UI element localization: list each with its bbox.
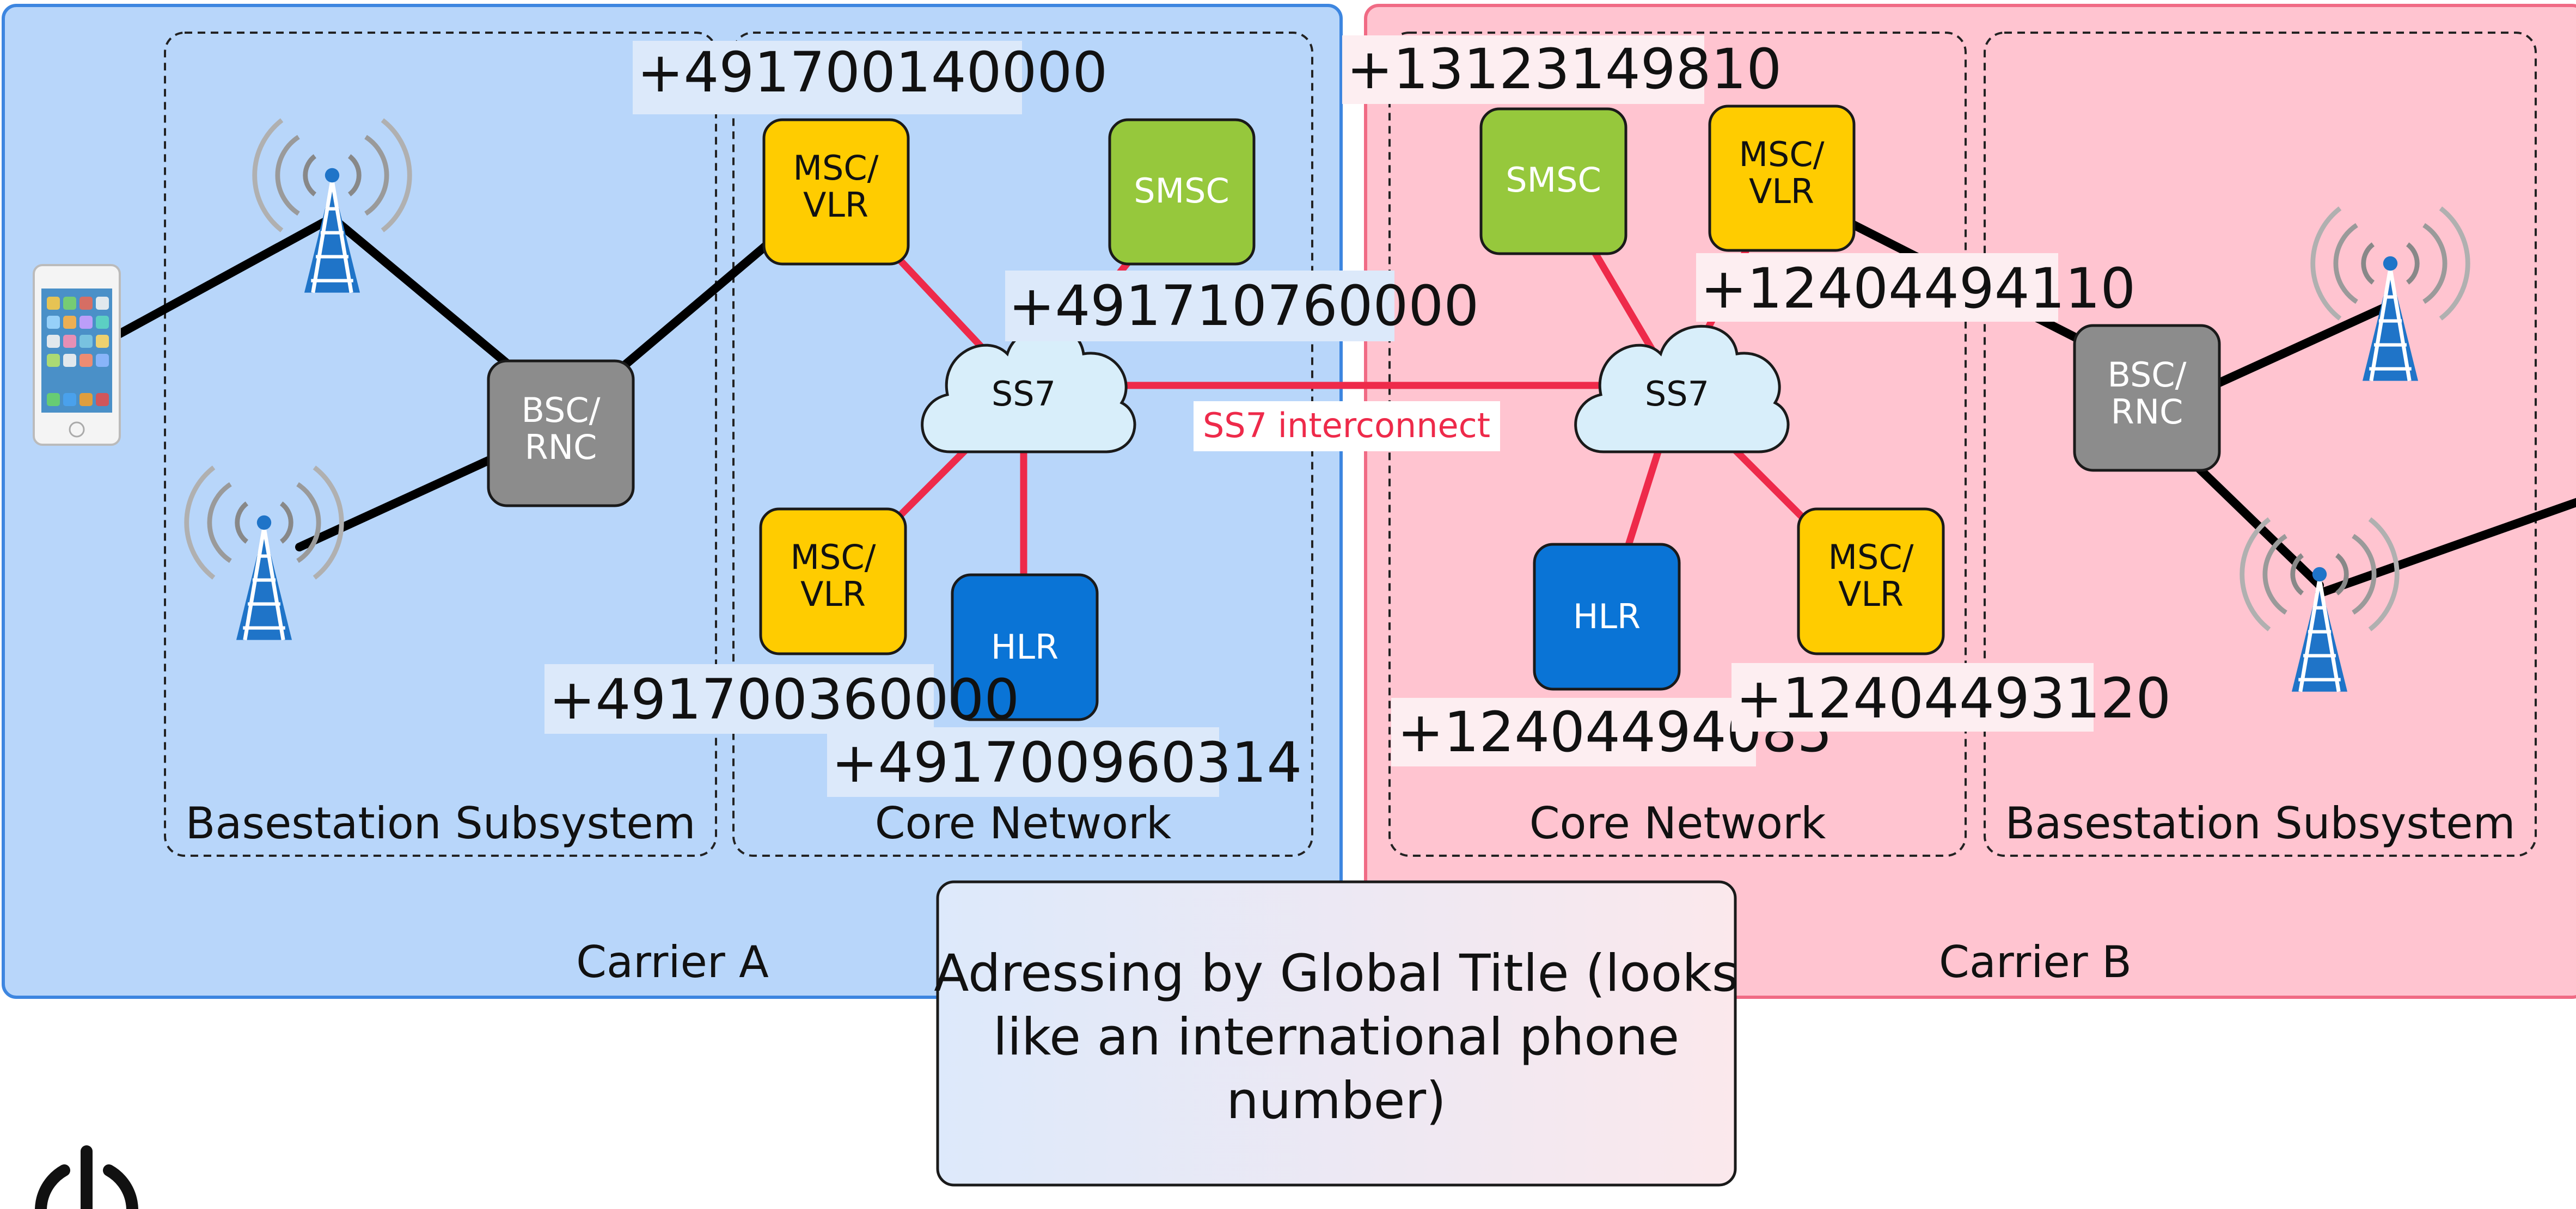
power-icon[interactable] (35, 1145, 138, 1209)
carrier-a-msc-vlr-bottom: MSC/VLR (759, 507, 907, 655)
carrier-a-basestation-subsystem-box (164, 32, 717, 857)
callout-line-2: like an international phone (993, 1008, 1679, 1067)
carrier-a-hlr: HLR (951, 573, 1099, 721)
node-label: BSC/RNC (522, 390, 601, 467)
node-label: HLR (991, 627, 1058, 667)
node-label: HLR (1573, 597, 1641, 636)
carrier-a-label: Carrier A (576, 937, 769, 987)
global-title-callout: Adressing by Global Title (looks like an… (934, 880, 1739, 1187)
carrier-a-msc-vlr-top: MSC/VLR (762, 118, 910, 266)
svg-text:+13123149810: +13123149810 (1347, 37, 1782, 102)
node-label: MSC/VLR (790, 537, 876, 614)
smartphone-icon (33, 264, 121, 446)
svg-text:+12404493120: +12404493120 (1736, 666, 2171, 731)
svg-text:+491710760000: +491710760000 (1008, 274, 1479, 339)
global-title-b-msc-top: +12404494110 (1696, 253, 2136, 322)
carrier-b-ss7-cloud: SS7 (1574, 324, 1790, 453)
carrier-a-ss7-cloud: SS7 (921, 324, 1136, 453)
carrier-b-msc-vlr-top: MSC/VLR (1708, 105, 1856, 252)
carrier-b-bsc-rnc: BSC/RNC (2073, 324, 2221, 472)
carrier-a-core-network-label: Core Network (875, 798, 1172, 849)
global-title-a-hlr: +491700960314 (827, 727, 1302, 797)
svg-text:SS7 interconnect: SS7 interconnect (1203, 406, 1490, 445)
global-title-b-smsc: +13123149810 (1342, 35, 1782, 104)
callout-line-3: number) (1226, 1071, 1446, 1131)
carrier-b-smsc: SMSC (1479, 107, 1627, 255)
carrier-b-hlr: HLR (1533, 543, 1681, 691)
carrier-a-basestation-subsystem-label: Basestation Subsystem (185, 798, 695, 849)
node-label: SMSC (1506, 160, 1601, 200)
svg-text:+491700960314: +491700960314 (831, 731, 1302, 795)
callout-line-1: Adressing by Global Title (looks (934, 944, 1738, 1003)
global-title-b-msc-bottom: +12404493120 (1731, 663, 2171, 732)
node-label: SS7 (992, 374, 1056, 414)
carrier-b-core-network-label: Core Network (1529, 798, 1826, 849)
node-label: MSC/VLR (1828, 537, 1913, 614)
carrier-b-basestation-subsystem-box (1984, 32, 2537, 857)
carrier-a-smsc: SMSC (1108, 118, 1256, 266)
node-label: SMSC (1134, 171, 1229, 211)
carrier-b-label: Carrier B (1939, 937, 2132, 987)
svg-text:+491700360000: +491700360000 (549, 667, 1019, 732)
node-label: MSC/VLR (1739, 134, 1824, 211)
global-title-a-ss7: +491710760000 (1005, 271, 1479, 341)
node-label: SS7 (1645, 374, 1709, 414)
svg-text:+12404494110: +12404494110 (1700, 256, 2136, 321)
ss7-interconnect-label: SS7 interconnect (1194, 401, 1500, 451)
carrier-b-basestation-subsystem-label: Basestation Subsystem (2005, 798, 2515, 849)
global-title-a-msc-bottom: +491700360000 (544, 664, 1019, 734)
node-label: MSC/VLR (793, 148, 878, 225)
svg-text:+491700140000: +491700140000 (637, 40, 1108, 105)
carrier-a-bsc-rnc: BSC/RNC (487, 359, 635, 507)
carrier-b-msc-vlr-bottom: MSC/VLR (1797, 507, 1945, 655)
node-label: BSC/RNC (2108, 355, 2187, 432)
global-title-a-msc-top: +491700140000 (633, 40, 1108, 114)
